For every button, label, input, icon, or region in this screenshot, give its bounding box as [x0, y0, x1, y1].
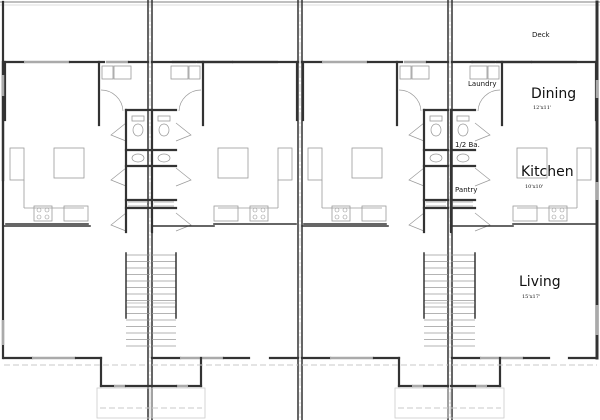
burner-icon	[44, 207, 50, 213]
burner-icon	[36, 214, 42, 220]
sink-icon	[131, 153, 145, 163]
half-bath-door	[408, 122, 425, 142]
sink-icon	[456, 153, 470, 163]
sink-counter-icon	[361, 205, 387, 222]
burner-icon	[36, 207, 42, 213]
washer-icon	[188, 65, 201, 80]
burner-icon	[334, 207, 340, 213]
kitchen-island-icon	[53, 147, 85, 179]
burner-icon	[551, 207, 557, 213]
laundry-door-swing	[477, 89, 501, 112]
unit-1	[36, 89, 145, 232]
washer-icon	[101, 65, 114, 80]
pantry-door	[474, 167, 491, 187]
porch-outline	[394, 387, 449, 419]
toilet-icon	[457, 123, 469, 137]
washer-icon	[399, 65, 412, 80]
closet-door	[110, 212, 127, 232]
sink-counter-icon	[512, 205, 538, 222]
dryer-icon	[113, 65, 132, 80]
unit-2	[157, 89, 266, 232]
range-icon	[249, 205, 269, 222]
dryer-icon	[411, 65, 430, 80]
laundry-door-swing	[398, 89, 422, 112]
toilet-tank-icon	[131, 115, 145, 122]
living-dims: 15'x17'	[522, 294, 541, 300]
porch-outline	[96, 387, 151, 419]
range-icon	[548, 205, 568, 222]
burner-icon	[252, 207, 258, 213]
unit-3	[334, 89, 443, 232]
fridge-counter-icon	[9, 147, 25, 181]
pantry-door	[110, 167, 127, 187]
toilet-tank-icon	[429, 115, 443, 122]
kitchen-island-icon	[516, 147, 548, 179]
fridge-counter-icon	[576, 147, 592, 181]
burner-icon	[334, 214, 340, 220]
fridge-counter-icon	[307, 147, 323, 181]
toilet-icon	[158, 123, 170, 137]
range-icon	[33, 205, 53, 222]
range-icon	[331, 205, 351, 222]
burner-icon	[342, 214, 348, 220]
burner-icon	[44, 214, 50, 220]
burner-icon	[252, 214, 258, 220]
burner-icon	[559, 214, 565, 220]
sink-counter-icon	[213, 205, 239, 222]
laundry-door-swing	[178, 89, 202, 112]
pantry-door	[408, 167, 425, 187]
sink-icon	[429, 153, 443, 163]
toilet-tank-icon	[157, 115, 171, 122]
porch-outline	[450, 387, 505, 419]
half-bath-door	[175, 122, 192, 142]
toilet-tank-icon	[456, 115, 470, 122]
porch-outline	[151, 387, 206, 419]
dining-dims: 12'x11'	[533, 105, 552, 111]
toilet-icon	[132, 123, 144, 137]
kitchen-island-icon	[351, 147, 383, 179]
kitchen-dims: 10'x10'	[525, 184, 544, 190]
closet-door	[175, 212, 192, 232]
burner-icon	[551, 214, 557, 220]
dryer-icon	[469, 65, 488, 80]
closet-door	[474, 212, 491, 232]
burner-icon	[260, 214, 266, 220]
pantry-label: Pantry	[455, 186, 478, 194]
burner-icon	[342, 207, 348, 213]
sink-counter-icon	[63, 205, 89, 222]
half-bath-door	[110, 122, 127, 142]
half-bath-label: 1/2 Ba.	[455, 141, 480, 149]
living-label: Living	[519, 274, 561, 290]
unit-4	[456, 89, 565, 232]
dryer-icon	[170, 65, 189, 80]
kitchen-island-icon	[217, 147, 249, 179]
laundry-label: Laundry	[468, 80, 497, 88]
sink-icon	[157, 153, 171, 163]
toilet-icon	[430, 123, 442, 137]
half-bath-door	[474, 122, 491, 142]
burner-icon	[559, 207, 565, 213]
kitchen-label: Kitchen	[521, 164, 574, 180]
fridge-counter-icon	[277, 147, 293, 181]
dining-label: Dining	[531, 86, 577, 102]
deck-label: Deck	[532, 31, 550, 39]
closet-door	[408, 212, 425, 232]
pantry-door	[175, 167, 192, 187]
laundry-door-swing	[100, 89, 124, 112]
burner-icon	[260, 207, 266, 213]
washer-icon	[487, 65, 500, 80]
